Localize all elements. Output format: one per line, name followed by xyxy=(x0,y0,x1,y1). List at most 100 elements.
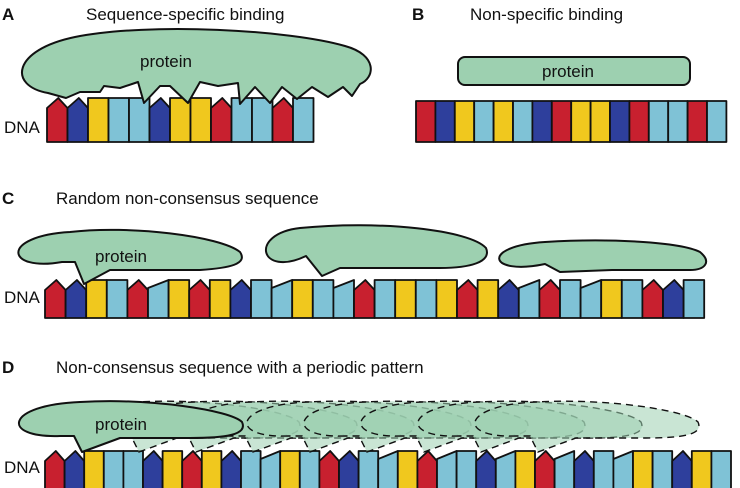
panel-d-base-32 xyxy=(671,450,693,488)
panel-a-dna-strand xyxy=(46,97,315,143)
panel-d-base-5 xyxy=(142,450,164,488)
panel-d-base-11 xyxy=(259,450,282,488)
panel-c-base-15 xyxy=(353,279,376,319)
panel-d-base-2 xyxy=(83,450,105,488)
panel-a-base-5 xyxy=(148,97,171,143)
panel-d-base-9 xyxy=(220,450,242,488)
panel-c-base-28 xyxy=(620,279,644,319)
panel-c-dna-label: DNA xyxy=(4,288,41,307)
panel-b-dna-strand xyxy=(415,100,728,143)
panel-d-base-4 xyxy=(122,450,144,488)
panel-c-base-3 xyxy=(105,279,129,319)
panel-c-base-27 xyxy=(600,279,623,319)
panel-c-base-14 xyxy=(332,279,355,319)
panel-b-base-6 xyxy=(531,100,553,143)
panel-c-dna-strand xyxy=(44,279,706,319)
panel-c-base-30 xyxy=(662,279,685,319)
panel-b-base-5 xyxy=(512,100,534,143)
panel-d-title: Non-consensus sequence with a periodic p… xyxy=(56,358,424,377)
panel-b-base-11 xyxy=(628,100,650,143)
panel-d-dna-strand xyxy=(44,450,732,488)
panel-b-protein-label: protein xyxy=(542,62,594,81)
panel-c-base-1 xyxy=(64,279,88,319)
panel-c-protein-3 xyxy=(498,239,708,273)
panel-a-protein xyxy=(21,28,372,105)
panel-c-base-23 xyxy=(517,279,541,319)
panel-c-base-16 xyxy=(373,279,397,319)
panel-d-base-12 xyxy=(279,450,301,488)
panel-c-base-26 xyxy=(579,279,603,319)
panel-d-base-10 xyxy=(240,450,262,488)
panel-c-base-18 xyxy=(414,279,438,319)
panel-d-base-25 xyxy=(534,450,556,488)
panel-c-base-8 xyxy=(208,279,232,319)
panel-d-dna-label: DNA xyxy=(4,458,41,477)
panel-c-base-0 xyxy=(44,279,67,319)
panel-a-base-12 xyxy=(292,97,315,143)
panel-a-base-3 xyxy=(107,97,130,143)
panel-b-base-14 xyxy=(686,100,708,143)
panel-d-base-33 xyxy=(690,450,713,488)
panel-c-base-17 xyxy=(394,279,417,319)
panel-b-base-13 xyxy=(667,100,689,143)
panel-d-base-13 xyxy=(298,450,321,488)
panel-d-base-31 xyxy=(651,450,674,488)
panel-a-base-1 xyxy=(66,97,89,143)
panel-b-base-3 xyxy=(473,100,495,143)
panel-a-base-8 xyxy=(210,97,233,143)
panel-d-base-8 xyxy=(200,450,223,488)
panel-b-base-4 xyxy=(492,100,514,143)
panel-c-protein-2 xyxy=(264,224,488,277)
panel-c-base-22 xyxy=(497,279,520,319)
panel-d-base-15 xyxy=(338,450,360,488)
panel-c-base-12 xyxy=(291,279,314,319)
panel-b-base-1 xyxy=(434,100,456,143)
panel-d-base-29 xyxy=(612,450,634,488)
panel-a-base-10 xyxy=(251,97,274,143)
panel-c-base-29 xyxy=(641,279,664,319)
panel-c-base-7 xyxy=(188,279,211,319)
panel-d-base-23 xyxy=(494,450,517,488)
panel-c-base-11 xyxy=(270,279,294,319)
panel-d-base-1 xyxy=(63,450,86,488)
panel-d-base-3 xyxy=(102,450,125,488)
panel-b-base-9 xyxy=(589,100,611,143)
panel-a-protein-label: protein xyxy=(140,52,192,71)
panel-b-letter: B xyxy=(412,5,424,24)
panel-c-base-10 xyxy=(250,279,273,319)
panel-d-base-17 xyxy=(377,450,399,488)
panel-d-protein-label: protein xyxy=(95,415,147,434)
panel-c-base-6 xyxy=(167,279,191,319)
panel-d-base-19 xyxy=(416,450,438,488)
panel-d-base-14 xyxy=(318,450,340,488)
panel-d-base-7 xyxy=(181,450,203,488)
panel-d-base-16 xyxy=(357,450,380,488)
panel-c-base-9 xyxy=(229,279,252,319)
panel-c-base-24 xyxy=(538,279,561,319)
panel-a-letter: A xyxy=(2,5,14,24)
panel-b-base-10 xyxy=(609,100,631,143)
panel-d-base-30 xyxy=(632,450,654,488)
panel-c-base-13 xyxy=(311,279,335,319)
panel-d-base-18 xyxy=(396,450,419,488)
panel-c-protein-label: protein xyxy=(95,247,147,266)
panel-b-base-2 xyxy=(453,100,476,143)
panel-a-base-2 xyxy=(87,97,110,143)
panel-c-base-4 xyxy=(126,279,149,319)
panel-d-base-21 xyxy=(455,450,478,488)
panel-a-base-11 xyxy=(271,97,294,143)
panel-d-base-0 xyxy=(44,450,66,488)
panel-a-base-9 xyxy=(230,97,253,143)
panel-c-base-21 xyxy=(476,279,500,319)
panel-a-base-7 xyxy=(189,97,212,143)
panel-d-base-6 xyxy=(161,450,184,488)
panel-d-base-20 xyxy=(436,450,458,488)
panel-d-letter: D xyxy=(2,358,14,377)
panel-c-protein-1 xyxy=(17,228,243,285)
panel-a-title: Sequence-specific binding xyxy=(86,5,284,24)
panel-c-base-20 xyxy=(456,279,479,319)
panel-c-title: Random non-consensus sequence xyxy=(56,189,319,208)
panel-b-protein xyxy=(457,56,691,86)
panel-d-protein-ghost-8 xyxy=(474,400,700,453)
